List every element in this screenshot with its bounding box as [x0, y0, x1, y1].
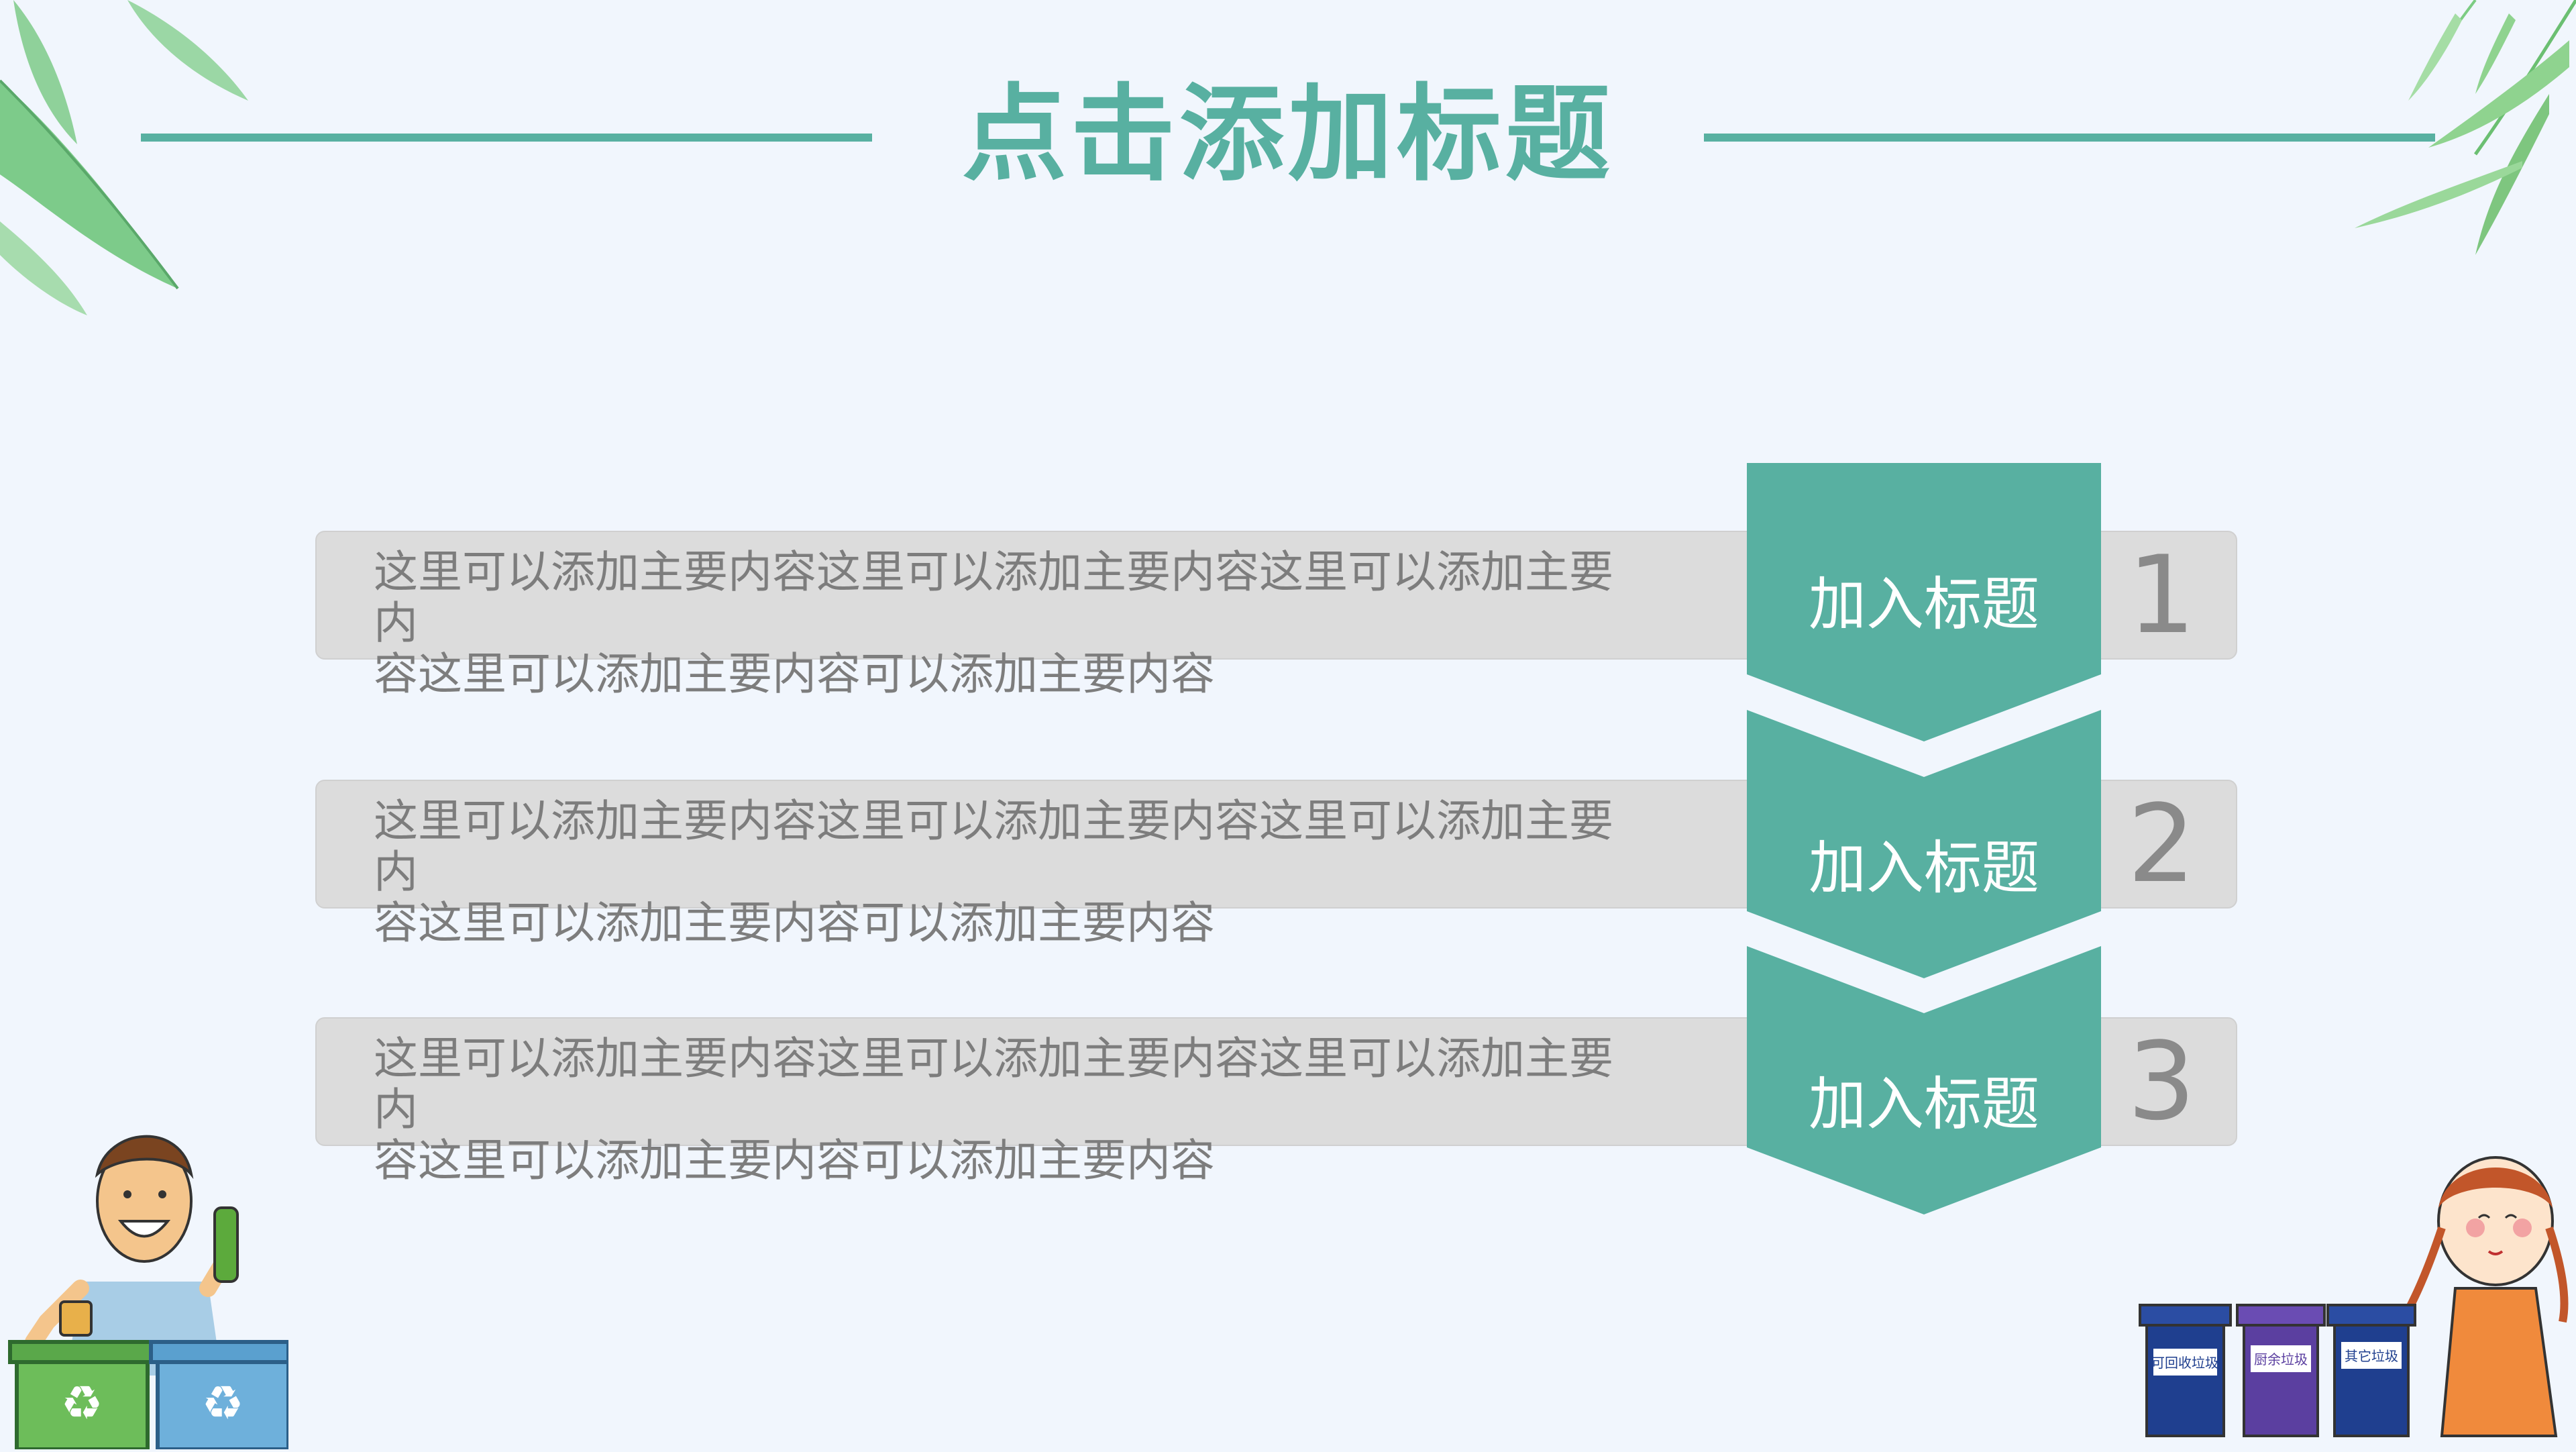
- row-1-text-line1: 这里可以添加主要内容这里可以添加主要内容这里可以添加主要内: [374, 546, 1613, 649]
- row-1-body-text[interactable]: 这里可以添加主要内容这里可以添加主要内容这里可以添加主要内 容这里可以添加主要内…: [374, 547, 1635, 700]
- svg-text:♻: ♻: [61, 1376, 103, 1431]
- chevron-label-2[interactable]: 加入标题: [1747, 710, 2101, 978]
- row-3-text-line1: 这里可以添加主要内容这里可以添加主要内容这里可以添加主要内: [374, 1033, 1613, 1135]
- row-3-number: 3: [2127, 1019, 2196, 1144]
- cartoon-man-recycling-illustration: ♻ ♻: [7, 1100, 290, 1451]
- row-1-text-line2: 容这里可以添加主要内容可以添加主要内容: [374, 648, 1215, 700]
- bin-label-other: 其它垃圾: [2345, 1348, 2398, 1364]
- title-line-left: [141, 134, 872, 142]
- row-2-text-line2: 容这里可以添加主要内容可以添加主要内容: [374, 897, 1215, 949]
- svg-text:♻: ♻: [202, 1376, 244, 1431]
- row-1-number: 1: [2127, 532, 2196, 658]
- cartoon-girl-sorting-bins-illustration: 可回收垃圾 厨余垃圾 其它垃圾: [2133, 1147, 2576, 1449]
- row-3-text-line2: 容这里可以添加主要内容可以添加主要内容: [374, 1135, 1215, 1186]
- slide-title[interactable]: 点击添加标题: [962, 73, 1614, 195]
- title-line-right: [1704, 134, 2435, 142]
- chevron-3-label: 加入标题: [1809, 1071, 2039, 1138]
- chevron-2-label: 加入标题: [1809, 835, 2039, 902]
- leaves-top-right-decoration: [2254, 0, 2576, 282]
- row-2-number: 2: [2127, 781, 2196, 906]
- row-2-text-line1: 这里可以添加主要内容这里可以添加主要内容这里可以添加主要内: [374, 795, 1613, 898]
- bin-label-recyclable: 可回收垃圾: [2151, 1355, 2218, 1371]
- row-3-body-text[interactable]: 这里可以添加主要内容这里可以添加主要内容这里可以添加主要内 容这里可以添加主要内…: [374, 1033, 1635, 1186]
- row-2-body-text[interactable]: 这里可以添加主要内容这里可以添加主要内容这里可以添加主要内 容这里可以添加主要内…: [374, 796, 1635, 949]
- leaves-top-left-decoration: [0, 0, 349, 349]
- chevron-label-1[interactable]: 加入标题: [1747, 463, 2101, 741]
- bin-label-kitchen: 厨余垃圾: [2254, 1351, 2308, 1367]
- chevron-label-3[interactable]: 加入标题: [1747, 946, 2101, 1214]
- chevron-1-label: 加入标题: [1809, 571, 2039, 638]
